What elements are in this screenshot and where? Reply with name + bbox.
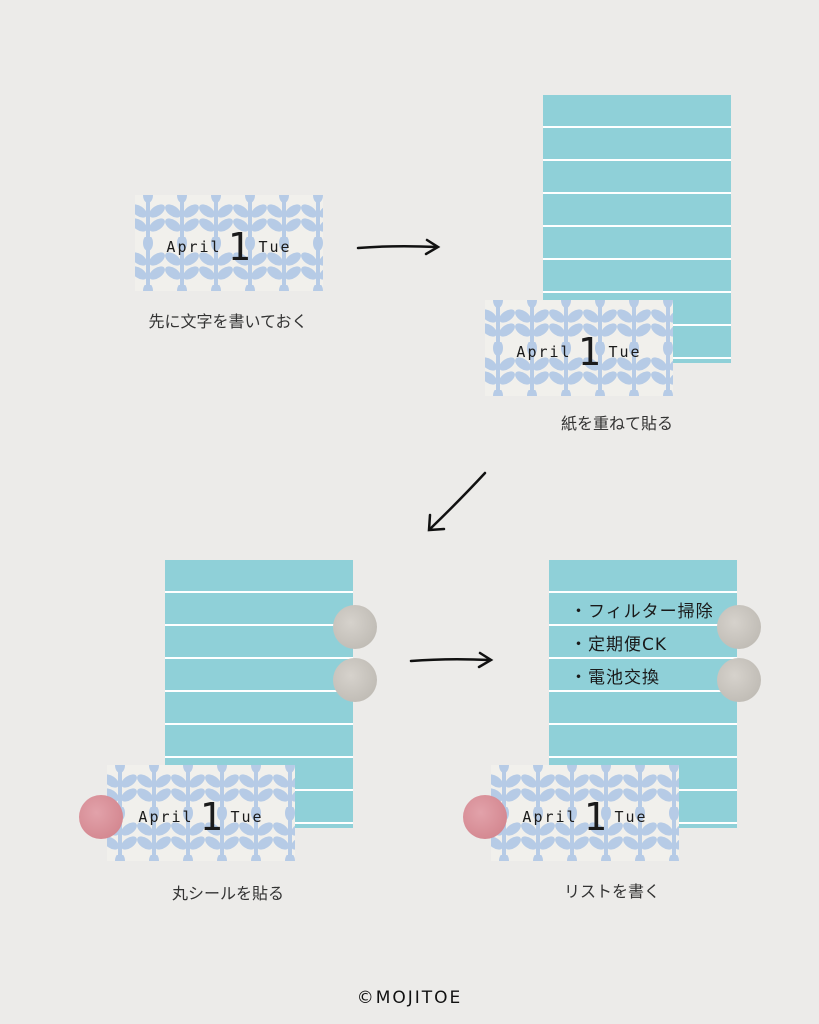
leaf-pattern xyxy=(485,300,673,396)
step4-caption: リストを書く xyxy=(563,882,660,901)
weekday: Tue xyxy=(230,808,264,826)
date-text: April 1 Tue xyxy=(491,795,679,839)
date-text: April 1 Tue xyxy=(107,795,295,839)
todo-list: ・フィルター掃除 ・定期便CK ・電池交換 xyxy=(570,596,714,695)
weekday: Tue xyxy=(608,343,642,361)
todo-item: ・フィルター掃除 xyxy=(570,602,714,622)
gray-round-sticker xyxy=(333,658,377,702)
todo-item: ・定期便CK xyxy=(570,635,668,655)
leaf-pattern xyxy=(491,765,679,861)
leaf-pattern xyxy=(107,765,295,861)
lined-paper xyxy=(543,95,731,363)
arrow-down-left-icon xyxy=(427,471,487,532)
day: 1 xyxy=(577,330,603,374)
day: 1 xyxy=(583,795,609,839)
arrow-right-icon xyxy=(409,651,494,669)
watermark: ©MOJITOE xyxy=(356,988,463,1008)
leaf-pattern xyxy=(135,195,323,291)
pink-round-sticker xyxy=(79,795,123,839)
step2-caption: 紙を重ねて貼る xyxy=(560,414,673,433)
weekday: Tue xyxy=(258,238,292,256)
date-text: April 1 Tue xyxy=(485,330,673,374)
date-label-card: April 1 Tue xyxy=(135,195,323,291)
step3-caption: 丸シールを貼る xyxy=(171,884,284,903)
gray-round-sticker xyxy=(717,658,761,702)
pink-round-sticker xyxy=(463,795,507,839)
day: 1 xyxy=(199,795,225,839)
date-label-card: April 1 Tue xyxy=(485,300,673,396)
todo-item: ・電池交換 xyxy=(570,668,660,688)
date-text: April 1 Tue xyxy=(135,225,323,269)
month: April xyxy=(522,808,578,826)
gray-round-sticker xyxy=(333,605,377,649)
gray-round-sticker xyxy=(717,605,761,649)
arrow-right-icon xyxy=(356,238,441,256)
weekday: Tue xyxy=(614,808,648,826)
step1-caption: 先に文字を書いておく xyxy=(148,312,308,331)
month: April xyxy=(516,343,572,361)
date-label-card: April 1 Tue xyxy=(107,765,295,861)
month: April xyxy=(138,808,194,826)
day: 1 xyxy=(227,225,253,269)
month: April xyxy=(166,238,222,256)
date-label-card: April 1 Tue xyxy=(491,765,679,861)
